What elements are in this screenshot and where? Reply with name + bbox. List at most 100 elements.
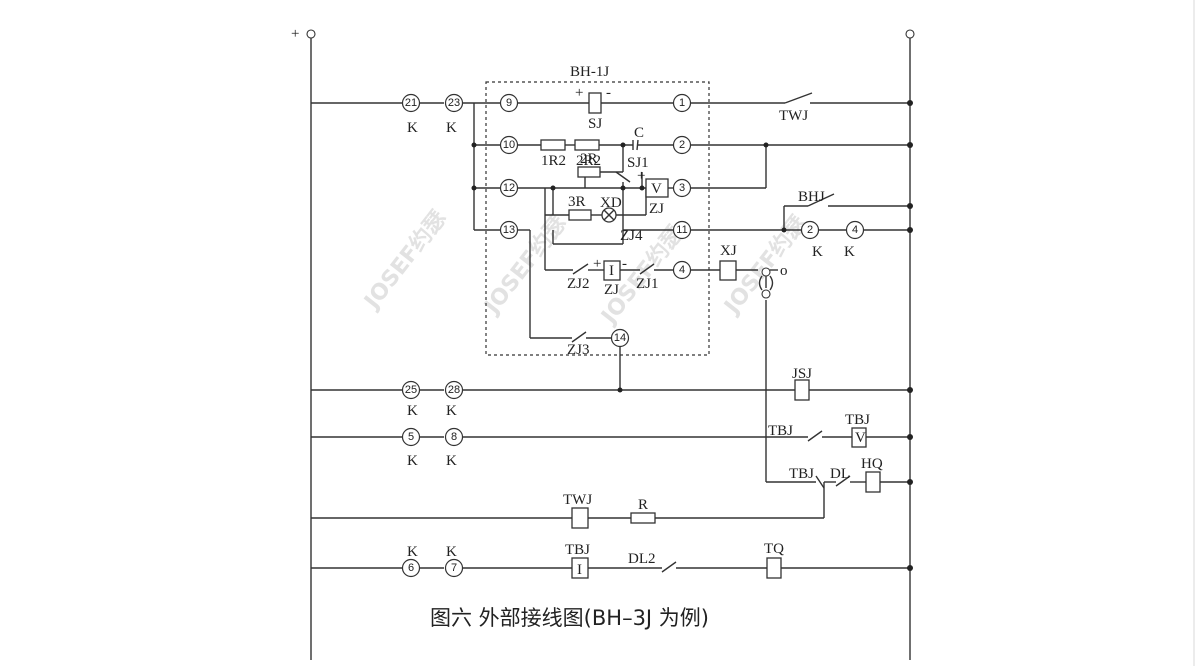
figure-caption: 图六 外部接线图(BH–3J 为例)	[430, 606, 709, 630]
terminal-11: 11	[672, 220, 692, 240]
svg-text:3: 3	[679, 182, 685, 194]
zj-voltage-coil	[645, 178, 669, 198]
labels: + - SJ C 1R2 2R2 SJ1 2R + V ZJ 3R XD ZJ4…	[407, 85, 883, 578]
terminal-8: 8	[444, 427, 464, 447]
svg-text:12: 12	[503, 182, 515, 194]
svg-text:9: 9	[506, 97, 512, 109]
label-c: C	[634, 125, 644, 141]
label-sj: SJ	[588, 116, 602, 132]
coil-v-letter: V	[651, 181, 662, 197]
terminal-k4: 4	[845, 220, 865, 240]
svg-text:1: 1	[679, 97, 685, 109]
terminal-k2: 2	[800, 220, 820, 240]
resistor-3r	[568, 209, 592, 221]
label-r: R	[638, 497, 648, 513]
label-k: K	[407, 403, 418, 419]
negative-rail-terminal	[905, 29, 915, 39]
label-k: K	[446, 403, 457, 419]
terminal-5: 5	[401, 427, 421, 447]
label-k: K	[446, 544, 457, 560]
label-twj-coil: TWJ	[563, 492, 592, 508]
resistor-r	[630, 512, 656, 524]
hq-coil	[865, 471, 881, 493]
zj-current-coil	[603, 260, 621, 281]
resistor-1r2	[540, 139, 566, 151]
terminal-3: 3	[672, 178, 692, 198]
terminal-13: 13	[499, 220, 519, 240]
label-xd: XD	[600, 195, 622, 211]
sj-coil	[588, 92, 602, 114]
sj-plus-sign: +	[575, 85, 583, 101]
zj-plus-sign: +	[637, 168, 645, 184]
terminal-23: 23	[444, 93, 464, 113]
sj-minus-sign: -	[606, 85, 611, 101]
svg-text:13: 13	[503, 224, 515, 236]
label-hq: HQ	[861, 456, 883, 472]
terminal-4: 4	[672, 260, 692, 280]
svg-text:2: 2	[679, 139, 685, 151]
label-2r: 2R	[580, 151, 598, 167]
label-zj-i: ZJ	[604, 282, 619, 298]
svg-text:5: 5	[408, 431, 414, 443]
label-dl: DL	[830, 466, 850, 482]
terminal-14: 14	[610, 328, 630, 348]
label-tbj-contact-2: TBJ	[789, 466, 814, 482]
svg-text:7: 7	[451, 562, 457, 574]
terminal-6: 6	[401, 558, 421, 578]
coil-i-letter: I	[609, 263, 614, 279]
zj2-plus-sign: +	[593, 256, 601, 272]
svg-text:2: 2	[807, 224, 813, 236]
label-dl2: DL2	[628, 551, 656, 567]
tq-coil	[766, 557, 782, 579]
resistor-2r2	[574, 139, 600, 151]
svg-text:4: 4	[852, 224, 858, 236]
terminal-2: 2	[672, 135, 692, 155]
watermark-1: JOSEF约瑟	[358, 206, 452, 316]
coil-v-letter-tbj: V	[855, 430, 866, 446]
relay-block-outline	[485, 81, 710, 356]
label-twj-top: TWJ	[779, 108, 808, 124]
svg-text:25: 25	[405, 384, 417, 396]
svg-text:4: 4	[679, 264, 685, 276]
label-zj2: ZJ2	[567, 276, 590, 292]
terminal-9: 9	[499, 93, 519, 113]
terminal-10: 10	[499, 135, 519, 155]
positive-rail-terminal	[306, 29, 316, 39]
coil-i-letter-tbj: I	[577, 562, 582, 578]
svg-text:8: 8	[451, 431, 457, 443]
label-k: K	[407, 453, 418, 469]
label-k: K	[407, 544, 418, 560]
positive-rail-symbol: +	[291, 26, 299, 42]
label-tbj-v: TBJ	[845, 412, 870, 428]
xj-coil	[719, 260, 737, 281]
label-bhj: BHJ	[798, 189, 825, 205]
label-k: K	[446, 453, 457, 469]
svg-text:28: 28	[448, 384, 460, 396]
zj-minus-sign: -	[622, 256, 627, 272]
label-tbj-i: TBJ	[565, 542, 590, 558]
label-jsj: JSJ	[792, 366, 812, 382]
components	[540, 92, 881, 579]
power-rails: +	[291, 26, 915, 660]
label-tq: TQ	[764, 541, 784, 557]
terminal-21: 21	[401, 93, 421, 113]
terminal-12: 12	[499, 178, 519, 198]
xj-contact-bottom	[761, 289, 771, 299]
label-3r: 3R	[568, 194, 586, 210]
junctions	[471, 100, 913, 571]
jsj-coil	[794, 379, 810, 401]
label-zj4: ZJ4	[620, 228, 643, 244]
label-o: o	[780, 263, 788, 279]
label-k: K	[812, 244, 823, 260]
svg-text:10: 10	[503, 139, 515, 151]
label-xj: XJ	[720, 243, 737, 259]
label-sj1: SJ1	[627, 155, 649, 171]
resistor-2r	[577, 166, 601, 178]
twj-coil	[571, 507, 589, 529]
terminal-7: 7	[444, 558, 464, 578]
terminal-25: 25	[401, 380, 421, 400]
terminal-28: 28	[444, 380, 464, 400]
svg-text:14: 14	[614, 332, 626, 344]
label-k: K	[844, 244, 855, 260]
